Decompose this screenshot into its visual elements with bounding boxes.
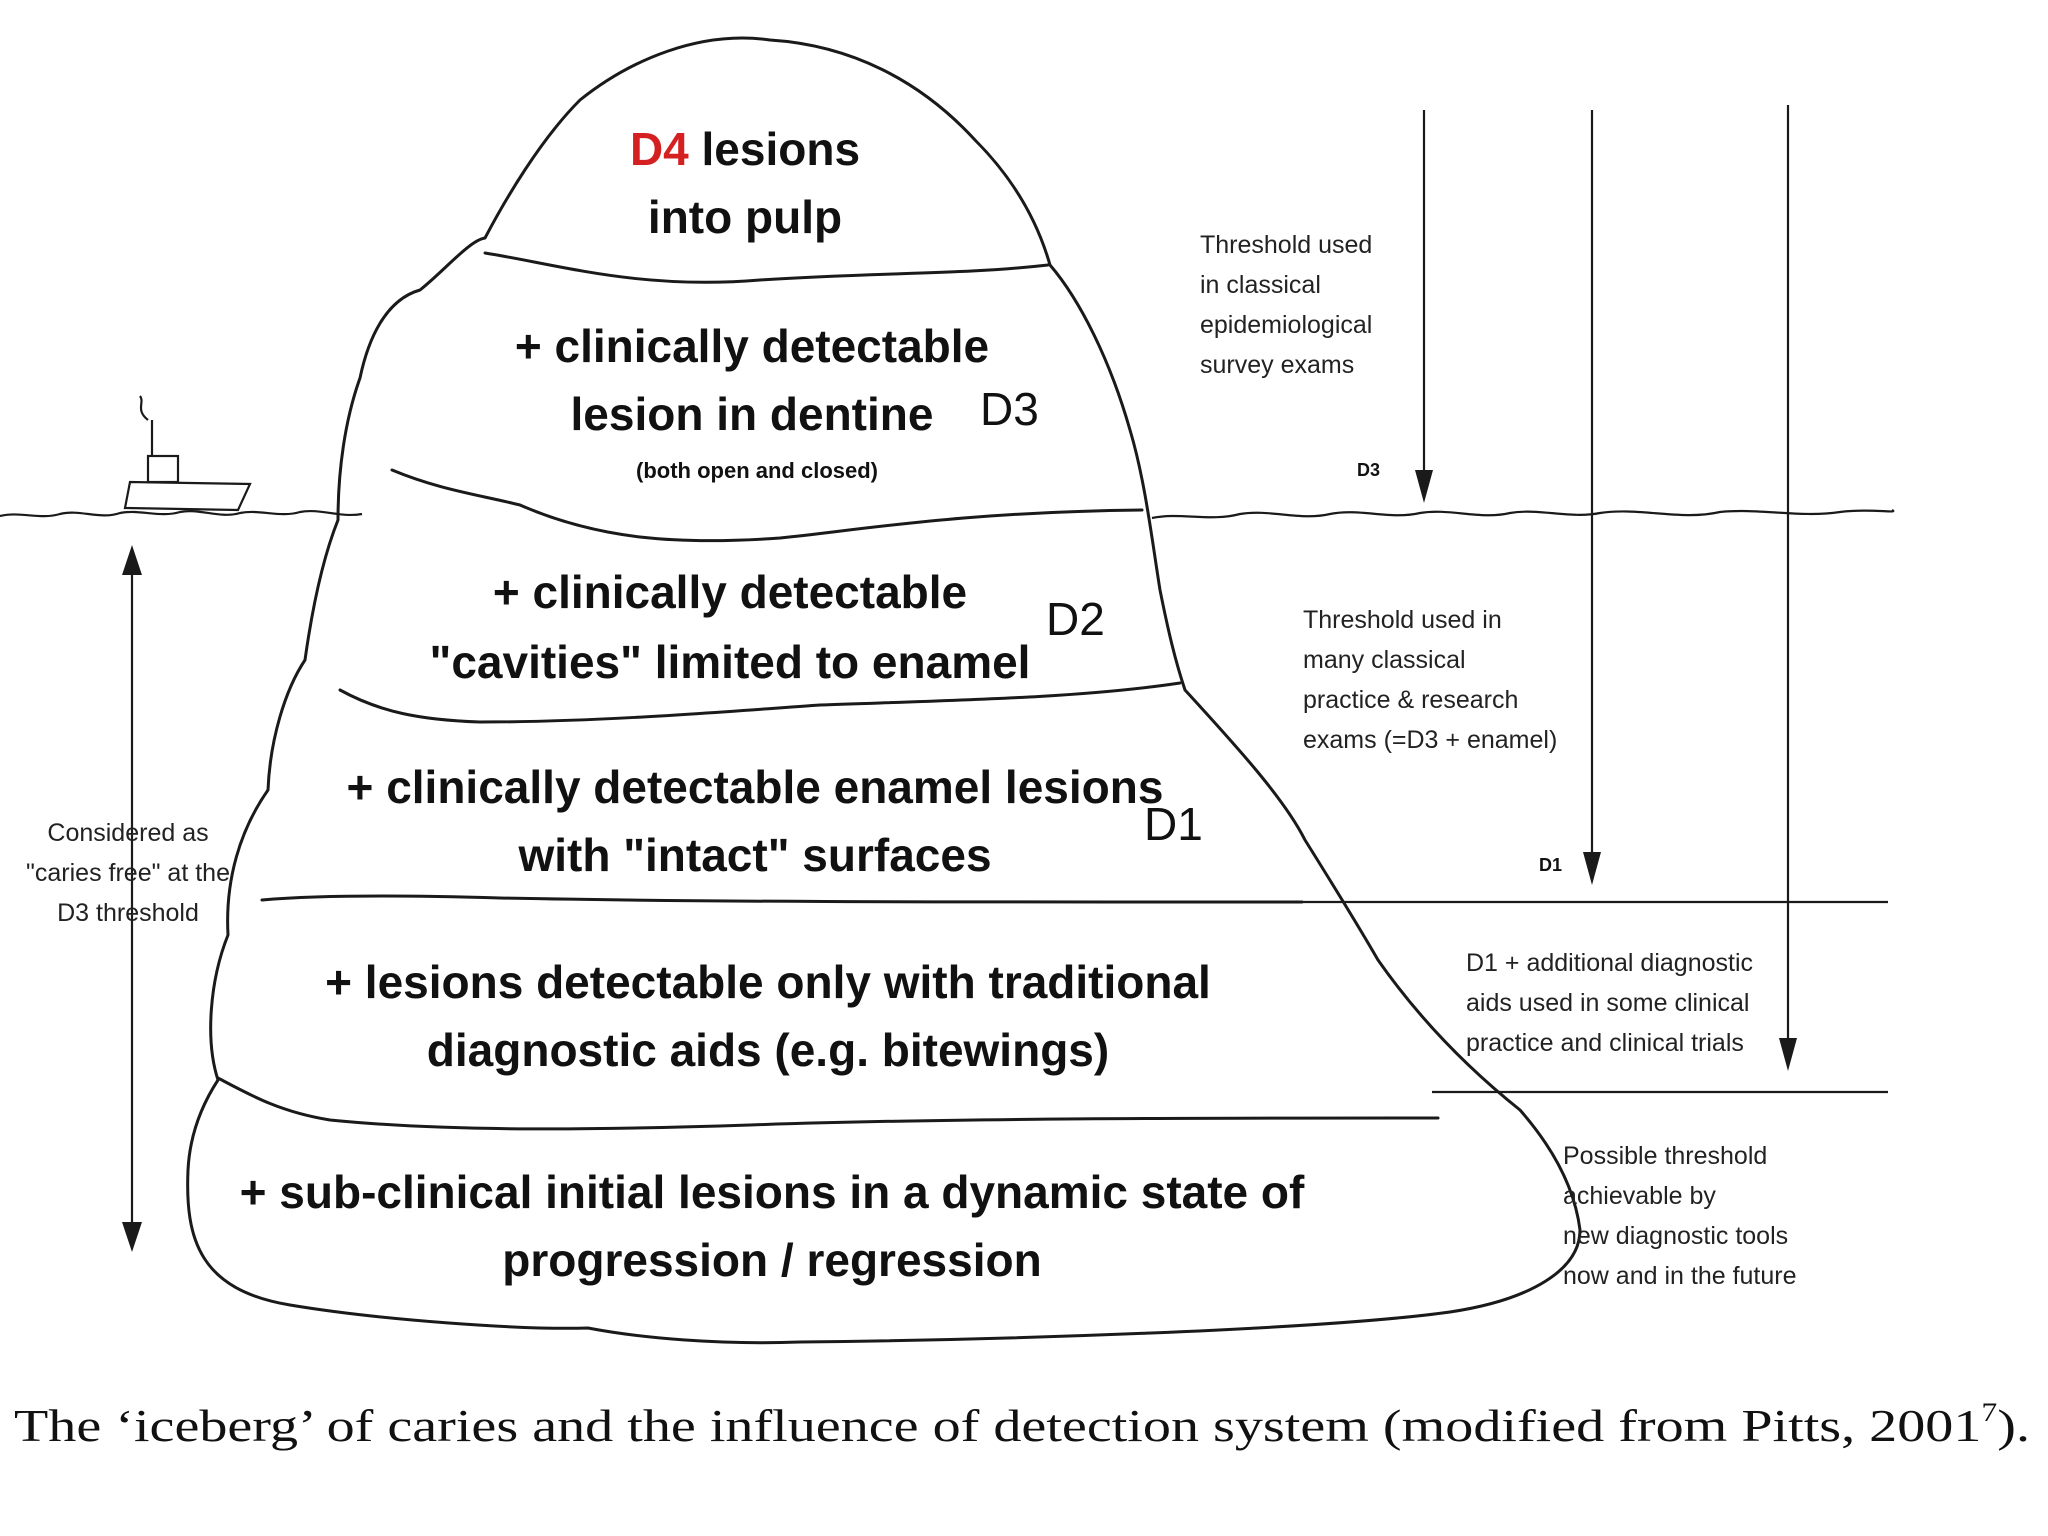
svg-text:with "intact" surfaces: with "intact" surfaces bbox=[517, 829, 991, 881]
svg-text:Threshold used in: Threshold used in bbox=[1303, 606, 1502, 634]
layer-d3: + clinically detectable lesion in dentin… bbox=[515, 320, 1039, 483]
svg-text:Considered as: Considered as bbox=[47, 819, 208, 847]
divider-d2-d1 bbox=[338, 681, 1182, 724]
svg-text:into pulp: into pulp bbox=[648, 191, 842, 243]
threshold-arrow-d1: D1 bbox=[1539, 110, 1601, 885]
svg-text:now and in the future: now and in the future bbox=[1563, 1262, 1797, 1290]
svg-text:in classical: in classical bbox=[1200, 271, 1321, 299]
svg-text:+ sub-clinical initial lesions: + sub-clinical initial lesions in a dyna… bbox=[240, 1166, 1305, 1218]
divider-traditional-subclinical bbox=[216, 1076, 1440, 1131]
iceberg-outline bbox=[186, 36, 1582, 1345]
threshold-arrow-extended bbox=[1779, 105, 1797, 1071]
layer-traditional-aids: + lesions detectable only with tradition… bbox=[325, 956, 1211, 1076]
divider-d1-traditional bbox=[260, 894, 1304, 904]
svg-text:(both open and closed): (both open and closed) bbox=[636, 458, 878, 483]
svg-text:D4 lesions: D4 lesions bbox=[630, 123, 860, 175]
svg-text:D1: D1 bbox=[1539, 855, 1562, 875]
svg-text:+ clinically detectable: + clinically detectable bbox=[493, 566, 967, 618]
divider-d4-d3 bbox=[483, 251, 1050, 284]
svg-text:many classical: many classical bbox=[1303, 646, 1466, 674]
code-d4: D4 bbox=[630, 123, 689, 175]
svg-text:new diagnostic tools: new diagnostic tools bbox=[1563, 1222, 1788, 1250]
svg-text:practice & research: practice & research bbox=[1303, 686, 1518, 714]
svg-text:"cavities" limited to enamel: "cavities" limited to enamel bbox=[430, 636, 1031, 688]
svg-text:practice and clinical trials: practice and clinical trials bbox=[1466, 1029, 1744, 1057]
figure-caption: The ‘iceberg’ of caries and the influenc… bbox=[14, 1398, 2030, 1451]
caries-free-range-arrow bbox=[122, 545, 142, 1252]
layer-d4: D4 lesions into pulp bbox=[630, 123, 860, 243]
threshold-note-classical-survey: Threshold used in classical epidemiologi… bbox=[1200, 231, 1372, 379]
svg-text:lesion in dentine: lesion in dentine bbox=[571, 388, 934, 440]
svg-text:survey exams: survey exams bbox=[1200, 351, 1354, 379]
svg-text:+ clinically detectable: + clinically detectable bbox=[515, 320, 989, 372]
svg-text:achievable by: achievable by bbox=[1563, 1182, 1716, 1210]
threshold-note-future-tools: Possible threshold achievable by new dia… bbox=[1563, 1142, 1797, 1290]
threshold-arrow-d3: D3 bbox=[1357, 110, 1433, 503]
layer-subclinical: + sub-clinical initial lesions in a dyna… bbox=[240, 1166, 1305, 1286]
svg-text:D3: D3 bbox=[1357, 460, 1380, 480]
layer-d2: + clinically detectable "cavities" limit… bbox=[430, 566, 1105, 688]
svg-text:D1 + additional diagnostic: D1 + additional diagnostic bbox=[1466, 949, 1753, 977]
layer-d1: + clinically detectable enamel lesions w… bbox=[347, 761, 1203, 881]
code-d1: D1 bbox=[1144, 798, 1203, 850]
code-d2: D2 bbox=[1046, 593, 1105, 645]
svg-text:Threshold used: Threshold used bbox=[1200, 231, 1372, 259]
svg-text:+ clinically detectable enamel: + clinically detectable enamel lesions bbox=[347, 761, 1164, 813]
svg-text:progression / regression: progression / regression bbox=[502, 1234, 1041, 1286]
threshold-note-classical-practice: Threshold used in many classical practic… bbox=[1303, 606, 1557, 754]
svg-text:aids used in some clinical: aids used in some clinical bbox=[1466, 989, 1749, 1017]
svg-text:D3 threshold: D3 threshold bbox=[57, 899, 199, 927]
svg-text:exams (=D3 + enamel): exams (=D3 + enamel) bbox=[1303, 726, 1557, 754]
ship-icon bbox=[123, 395, 252, 512]
svg-text:Possible threshold: Possible threshold bbox=[1563, 1142, 1767, 1170]
svg-text:"caries free" at the: "caries free" at the bbox=[26, 859, 230, 887]
water-line-left bbox=[0, 510, 363, 518]
svg-text:+ lesions detectable only with: + lesions detectable only with tradition… bbox=[325, 956, 1211, 1008]
threshold-note-additional-aids: D1 + additional diagnostic aids used in … bbox=[1466, 949, 1753, 1057]
water-line-right bbox=[1151, 509, 1895, 520]
svg-text:epidemiological: epidemiological bbox=[1200, 311, 1372, 339]
caries-free-note: Considered as "caries free" at the D3 th… bbox=[26, 819, 230, 927]
code-d3: D3 bbox=[980, 383, 1039, 435]
svg-text:diagnostic aids (e.g. bitewing: diagnostic aids (e.g. bitewings) bbox=[427, 1024, 1109, 1076]
divider-d3-d2 bbox=[390, 468, 1144, 543]
